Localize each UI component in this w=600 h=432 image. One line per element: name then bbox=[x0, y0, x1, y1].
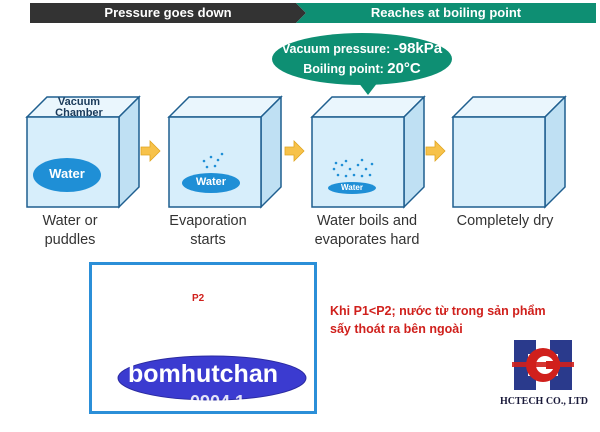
company-name: HCTECH CO., LTD bbox=[500, 396, 588, 407]
stage-arrow-1 bbox=[140, 140, 161, 162]
banner-right-arrow bbox=[296, 3, 596, 23]
boiling-callout: Vacuum pressure: -98kPa Boiling point: 2… bbox=[272, 33, 452, 85]
callout-pointer bbox=[358, 82, 378, 95]
stage-caption-1-line1: Water or bbox=[42, 213, 98, 229]
stage-caption-3-line2: evaporates hard bbox=[314, 232, 420, 248]
callout-boiling-row: Boiling point: 20°C bbox=[272, 60, 452, 77]
product-ellipse bbox=[117, 355, 307, 401]
water-puddle-small bbox=[328, 182, 376, 194]
vapor-dots-many bbox=[332, 158, 374, 178]
water-label-1: Water bbox=[49, 166, 85, 181]
watermark-text: bomhutchan bbox=[128, 360, 278, 388]
banner-left-label: Pressure goes down bbox=[104, 5, 232, 20]
chamber-label-line1: Vacuum bbox=[57, 96, 101, 108]
stage-arrow-3 bbox=[425, 140, 446, 162]
water-label-2: Water bbox=[195, 176, 227, 188]
water-puddle-medium bbox=[182, 173, 240, 193]
chamber-label: Vacuum Chamber bbox=[44, 97, 114, 119]
water-puddle-large bbox=[33, 158, 101, 192]
callout-boiling-value: 20°C bbox=[387, 60, 421, 77]
stage-caption-1: Water or puddles bbox=[0, 212, 140, 250]
callout-boiling-label: Boiling point: bbox=[303, 62, 384, 76]
vacuum-chamber-cube-3 bbox=[311, 96, 425, 208]
pressure-box bbox=[89, 262, 317, 414]
vacuum-chamber-cube-4 bbox=[452, 96, 566, 208]
banner-arrows bbox=[30, 3, 596, 23]
stage-caption-4: Completely dry bbox=[435, 212, 575, 231]
callout-pressure-label: Vacuum pressure: bbox=[281, 42, 391, 56]
vapor-dots-few bbox=[202, 152, 224, 169]
p2-label: P2 bbox=[192, 293, 205, 304]
vacuum-chamber-cube-1 bbox=[26, 96, 140, 208]
chamber-label-line2: Chamber bbox=[55, 107, 103, 119]
pressure-note-line2: sấy thoát ra bên ngoài bbox=[330, 322, 463, 336]
stage-caption-2-line2: starts bbox=[190, 232, 226, 248]
stage-caption-1-line2: puddles bbox=[44, 232, 96, 248]
vacuum-chamber-cube-2 bbox=[168, 96, 282, 208]
watermark-phone: 0904 1 bbox=[190, 392, 246, 412]
stage-arrow-2 bbox=[284, 140, 305, 162]
callout-pressure-row: Vacuum pressure: -98kPa bbox=[272, 40, 452, 57]
banner-left-arrow bbox=[30, 3, 306, 23]
stage-caption-3: Water boils and evaporates hard bbox=[292, 212, 442, 250]
stage-caption-2-line1: Evaporation bbox=[169, 213, 247, 229]
stage-caption-3-line1: Water boils and bbox=[316, 213, 418, 229]
stage-caption-2: Evaporation starts bbox=[138, 212, 278, 250]
pressure-note-line1: Khi P1<P2; nước từ trong sản phẩm bbox=[330, 304, 546, 318]
banner-right-label: Reaches at boiling point bbox=[370, 5, 522, 20]
hctech-logo-icon bbox=[512, 340, 574, 390]
water-label-3: Water bbox=[341, 183, 363, 192]
stage-diagram bbox=[26, 82, 566, 208]
stage-caption-4-line1: Completely dry bbox=[456, 213, 554, 229]
callout-pressure-value: -98kPa bbox=[393, 40, 443, 57]
pressure-note: Khi P1<P2; nước từ trong sản phẩm sấy th… bbox=[330, 302, 570, 338]
